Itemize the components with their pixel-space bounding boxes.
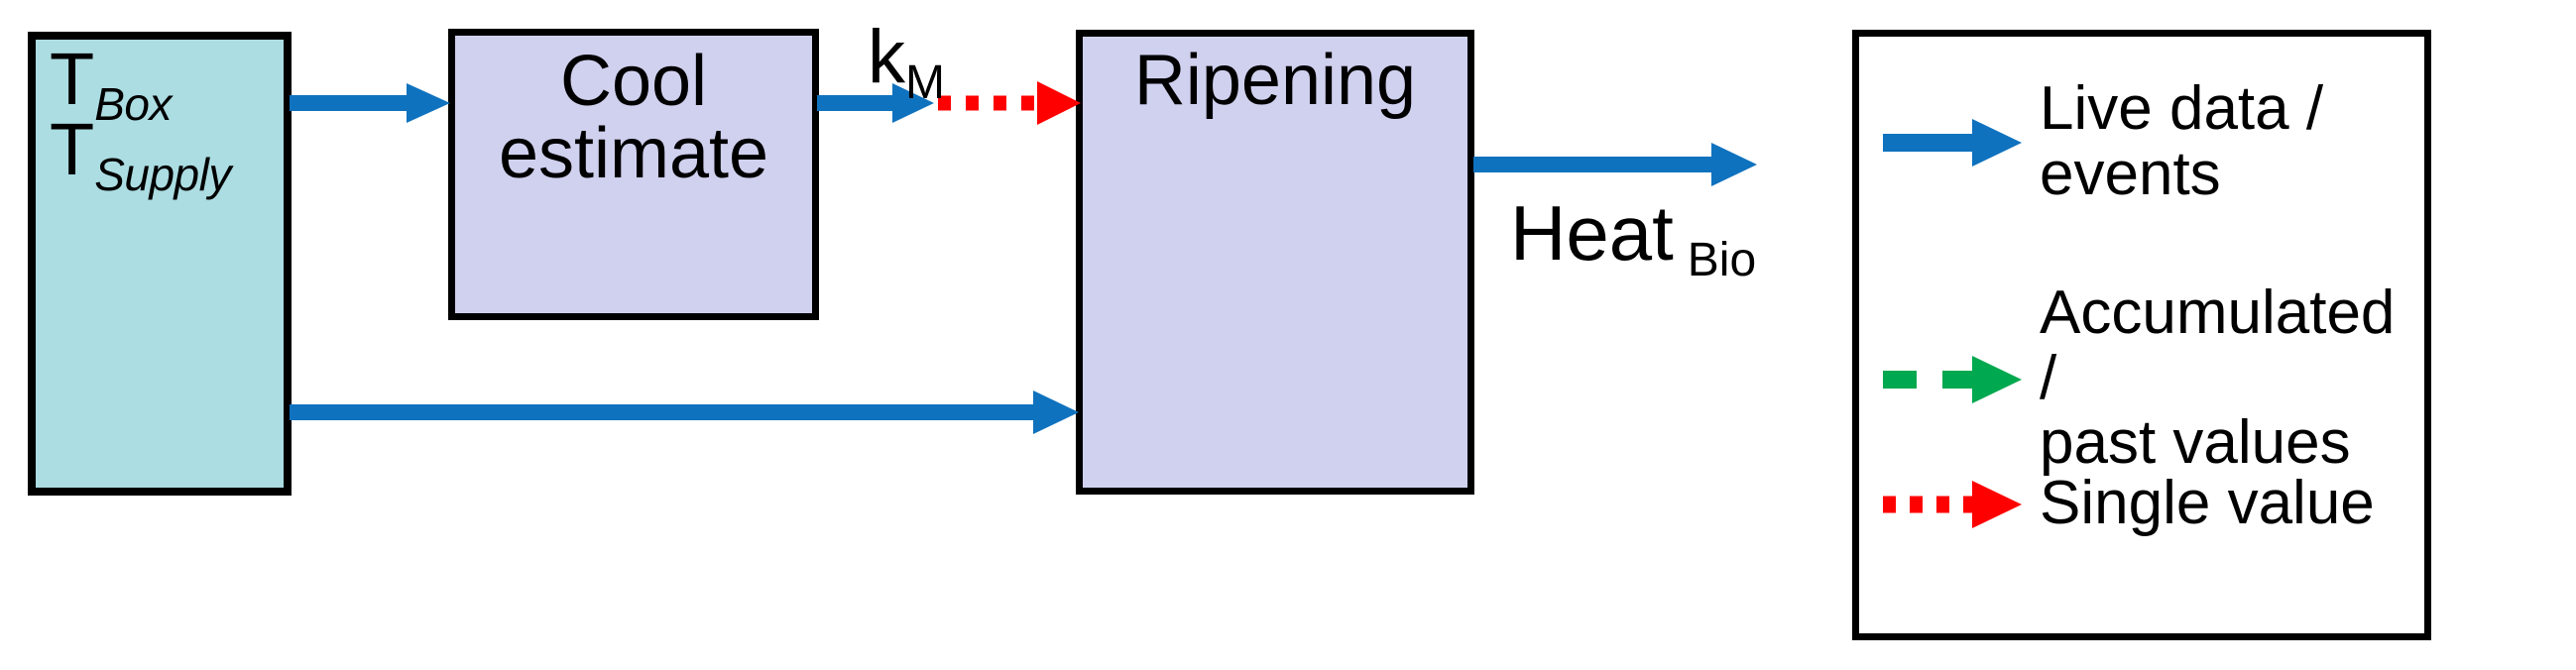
- variable-t-supply-base: T: [50, 108, 95, 191]
- dotted-arrow-icon: [1879, 479, 2026, 530]
- dashed-arrow-icon: [1879, 354, 2026, 405]
- block-cool-estimate[interactable]: Cool estimate: [448, 29, 819, 320]
- legend-label-accumulated: Accumulated / past values: [2040, 279, 2396, 478]
- legend-label-live-data: Live data / events: [2040, 74, 2324, 208]
- sensor-variable-stack: TBox TSupply: [36, 43, 284, 198]
- edge-label-km: kM: [868, 20, 945, 107]
- arrow-km-to-ripening: [936, 79, 1085, 127]
- variable-t-box-base: T: [50, 38, 95, 120]
- block-ripening[interactable]: Ripening: [1076, 30, 1474, 495]
- arrow-cool-to-km: [817, 79, 938, 127]
- edge-label-km-base: k: [868, 15, 905, 99]
- legend-label-single-value: Single value: [2040, 469, 2375, 537]
- arrow-sensors-to-cool: [290, 79, 454, 127]
- legend-item-live-data[interactable]: Live data / events: [1879, 74, 2324, 208]
- edge-label-km-subscript: M: [905, 56, 945, 109]
- variable-t-supply-subscript: Supply: [94, 149, 231, 201]
- block-cool-estimate-label: Cool estimate: [498, 42, 769, 194]
- variable-t-box: TBox: [50, 43, 284, 128]
- edge-label-heat-bio-base: Heat: [1510, 189, 1674, 277]
- arrow-sensors-to-ripening: [290, 389, 1083, 436]
- block-ripening-label: Ripening: [1133, 41, 1417, 120]
- variable-t-box-subscript: Box: [94, 78, 172, 130]
- block-sensors[interactable]: TBox TSupply: [28, 32, 292, 496]
- legend-item-accumulated[interactable]: Accumulated / past values: [1879, 279, 2424, 478]
- solid-arrow-icon: [1879, 117, 2026, 168]
- legend-box: Live data / events Accumulated / past va…: [1852, 30, 2431, 640]
- legend-item-single-value[interactable]: Single value: [1879, 469, 2375, 537]
- edge-label-heat-bio-subscript: Bio: [1687, 234, 1757, 286]
- variable-t-supply: TSupply: [50, 113, 284, 198]
- arrow-ripening-output: [1473, 141, 1761, 188]
